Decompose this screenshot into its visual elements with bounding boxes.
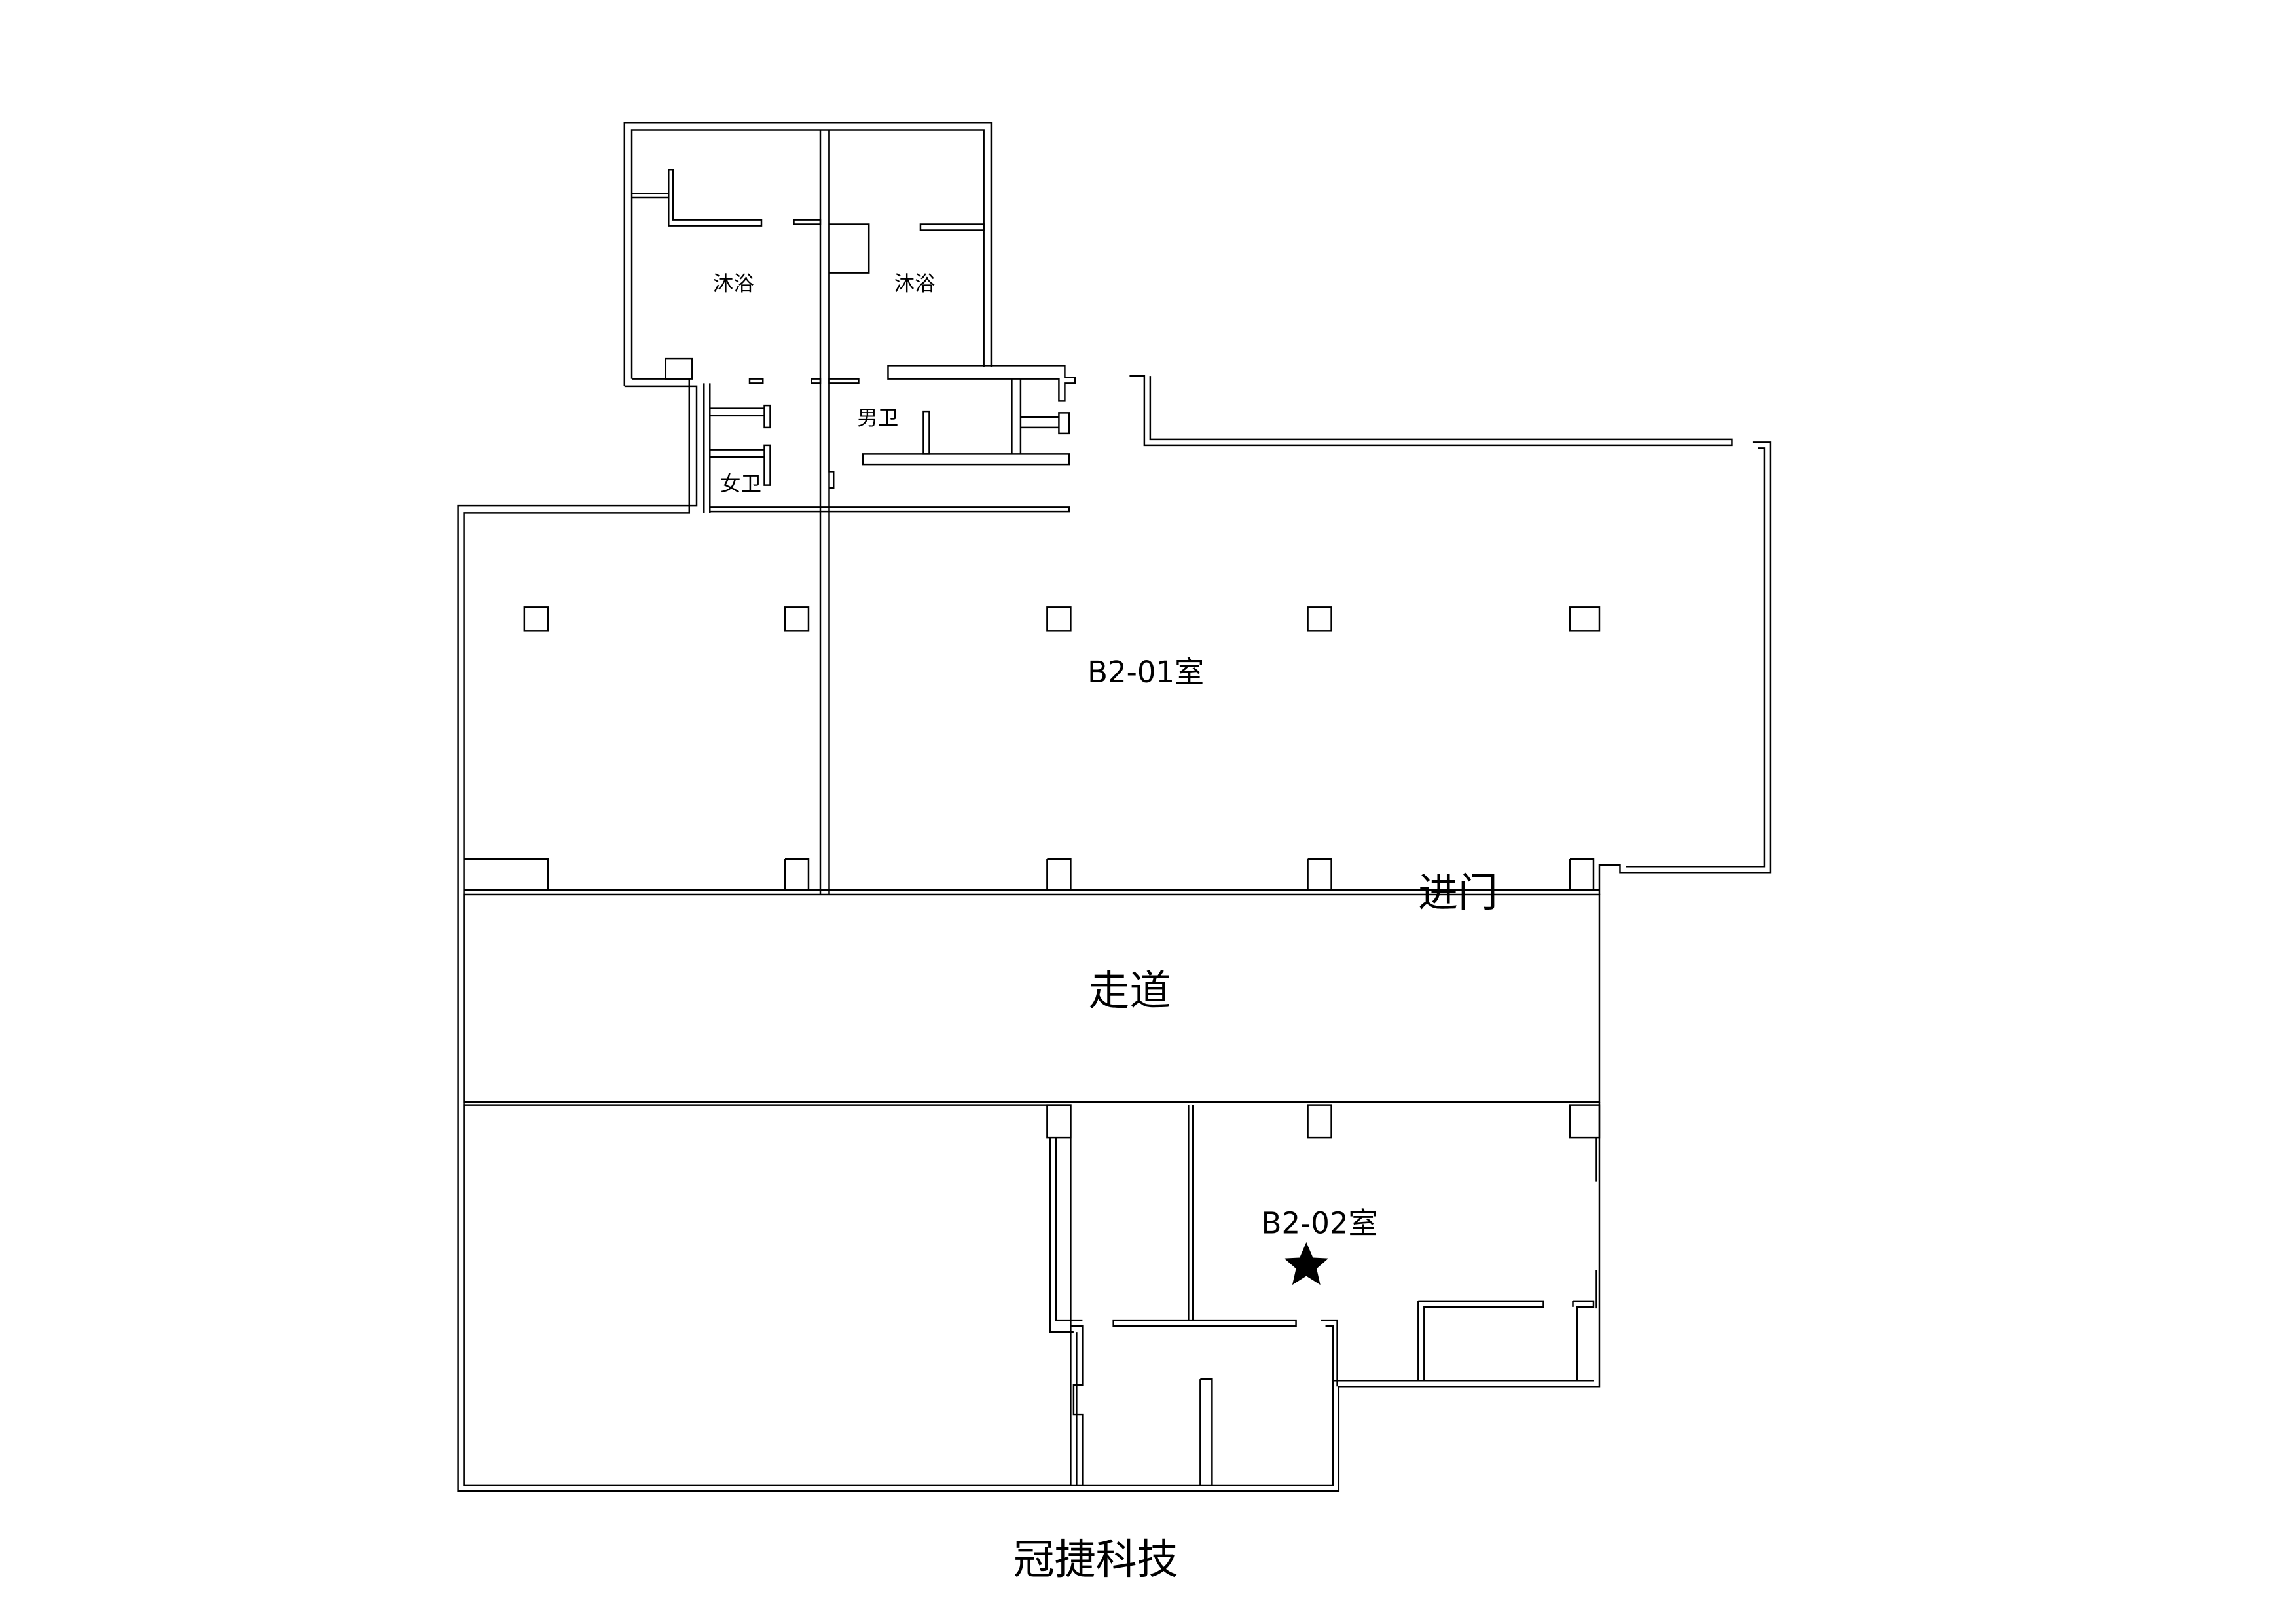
star-icon xyxy=(1284,1242,1329,1285)
lower-left-hatch xyxy=(463,1104,1072,1486)
label-shower-left: 沐浴 xyxy=(713,272,754,296)
walls xyxy=(457,121,1772,1492)
label-womens-toilet: 女卫 xyxy=(720,473,761,496)
plan-title: 冠捷科技 xyxy=(1013,1536,1178,1583)
label-room-b201: B2-01室 xyxy=(1087,655,1204,690)
label-corridor: 走道 xyxy=(1088,967,1171,1015)
label-room-b202: B2-02室 xyxy=(1262,1206,1378,1240)
label-shower-right: 沐浴 xyxy=(894,272,935,296)
corridor-hatch xyxy=(463,893,1601,1103)
label-mens-toilet: 男卫 xyxy=(857,406,898,430)
label-entrance: 进门 xyxy=(1418,870,1497,916)
